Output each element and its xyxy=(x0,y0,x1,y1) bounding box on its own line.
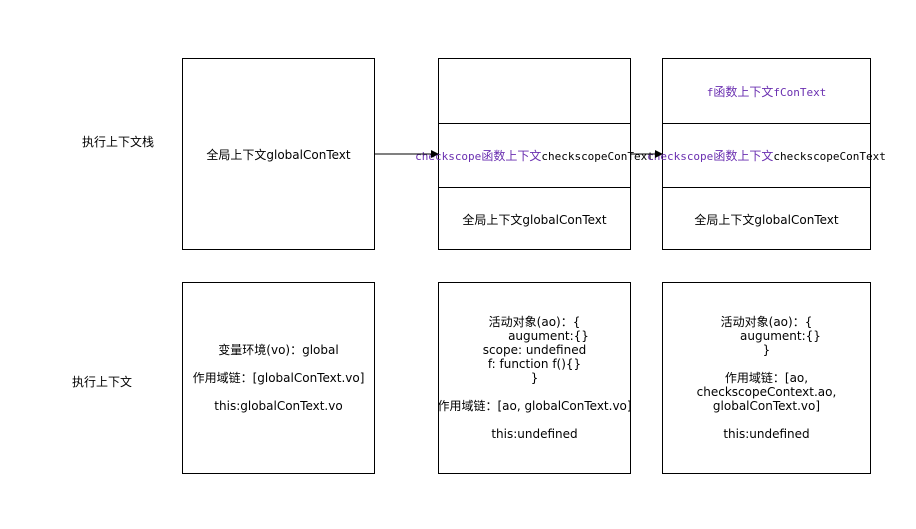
stack-state-1: 全局上下文globalConText xyxy=(182,58,375,250)
activation-object-open: 活动对象(ao)：{ xyxy=(720,315,813,329)
scope-chain-text: 作用域链：[ao, globalConText.vo] xyxy=(437,399,632,413)
activation-object-close: } xyxy=(530,371,539,385)
scope-chain-text-cont: checkscopeContext.ao, xyxy=(696,385,837,399)
this-binding-text: this:globalConText.vo xyxy=(214,399,343,413)
context-checkscope: 活动对象(ao)：{ augument:{} scope: undefined … xyxy=(437,282,632,474)
stack-state-3: f函数上下文fConText checkscope函数上下文checkscope… xyxy=(647,58,886,250)
stack-frame-checkscope-label: checkscope函数上下文checkscopeConText xyxy=(647,149,886,163)
activation-object-function: f: function f(){} xyxy=(487,357,582,371)
activation-object-arguments: augument:{} xyxy=(740,329,821,343)
activation-object-close: } xyxy=(762,343,771,357)
variable-environment-text: 变量环境(vo)：global xyxy=(218,343,339,357)
stack-frame-global: 全局上下文globalConText xyxy=(183,59,374,249)
stack-frame-global: 全局上下文globalConText xyxy=(439,187,630,250)
stack-frame-global-label: 全局上下文globalConText xyxy=(694,212,839,227)
activation-object-open: 活动对象(ao)：{ xyxy=(488,315,581,329)
context-f: 活动对象(ao)：{ augument:{} } 作用域链：[ao, check… xyxy=(662,282,871,474)
stack-frame-global: 全局上下文globalConText xyxy=(663,187,870,250)
activation-object-scope: scope: undefined xyxy=(482,343,587,357)
execution-context-label: 执行上下文 xyxy=(72,375,133,389)
this-binding-text: this:undefined xyxy=(491,427,578,441)
activation-object-arguments: augument:{} xyxy=(508,329,589,343)
stack-frame-f: f函数上下文fConText xyxy=(663,59,870,123)
scope-chain-text-end: globalConText.vo] xyxy=(712,399,821,413)
stack-frame-global-label: 全局上下文globalConText xyxy=(206,147,351,162)
execution-context-stack-label: 执行上下文栈 xyxy=(82,135,155,149)
scope-chain-text: 作用域链：[ao, xyxy=(724,371,809,385)
stack-frame-global-label: 全局上下文globalConText xyxy=(462,212,607,227)
stack-frame-checkscope: checkscope函数上下文checkscopeConText xyxy=(647,123,886,187)
this-binding-text: this:undefined xyxy=(723,427,810,441)
stack-frame-f-label: f函数上下文fConText xyxy=(706,84,827,99)
context-global: 变量环境(vo)：global 作用域链：[globalConText.vo] … xyxy=(182,282,375,474)
stack-frame-checkscope: checkscope函数上下文checkscopeConText xyxy=(415,123,654,187)
scope-chain-text: 作用域链：[globalConText.vo] xyxy=(192,371,365,385)
